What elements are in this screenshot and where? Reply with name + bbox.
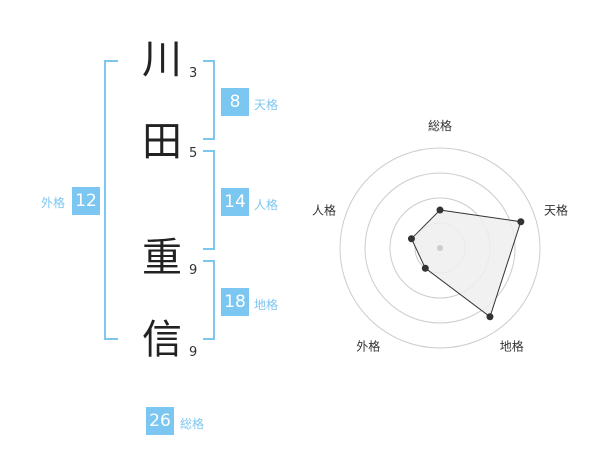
radar-point-2	[517, 218, 525, 226]
jinkaku-label: 人格	[254, 198, 279, 212]
radar-axis-label-3: 地格	[500, 339, 524, 354]
tenkaku-label: 天格	[254, 98, 279, 112]
radar-axis-label-1: 総格	[428, 118, 452, 133]
radar-axis-label-5: 人格	[312, 202, 336, 217]
soukaku-badge: 26	[146, 407, 174, 435]
gaikaku-bracket	[104, 60, 118, 340]
radar-point-1	[436, 206, 444, 214]
radar-point-5	[407, 235, 415, 243]
stroke-count-3: 9	[189, 263, 198, 278]
chikaku-badge: 18	[221, 288, 249, 316]
name-char-2: 田	[142, 119, 182, 165]
name-char-4: 信	[142, 317, 182, 363]
radar-center-dot	[437, 245, 443, 251]
stroke-count-1: 3	[189, 66, 198, 81]
radar-point-4	[421, 264, 429, 272]
name-char-1: 川	[142, 37, 182, 83]
chikaku-bracket	[203, 260, 215, 340]
gaikaku-label: 外格	[41, 196, 66, 210]
soukaku-label: 総格	[180, 417, 205, 431]
radar-axis-label-4: 外格	[356, 339, 380, 354]
radar-axis-label-2: 天格	[544, 202, 568, 217]
stroke-count-4: 9	[189, 345, 198, 360]
radar-ring-4	[339, 147, 541, 349]
radar-ring-3	[364, 172, 516, 324]
tenkaku-bracket	[203, 60, 215, 140]
stroke-count-2: 5	[189, 146, 198, 161]
radar-points	[407, 206, 525, 321]
jinkaku-bracket	[203, 150, 215, 250]
tenkaku-badge: 8	[221, 88, 249, 116]
chikaku-label: 地格	[254, 298, 279, 312]
radar-point-3	[486, 313, 494, 321]
jinkaku-badge: 14	[221, 188, 249, 216]
radar-polygon	[410, 209, 522, 318]
gaikaku-badge: 12	[72, 187, 100, 215]
name-char-3: 重	[142, 235, 182, 281]
